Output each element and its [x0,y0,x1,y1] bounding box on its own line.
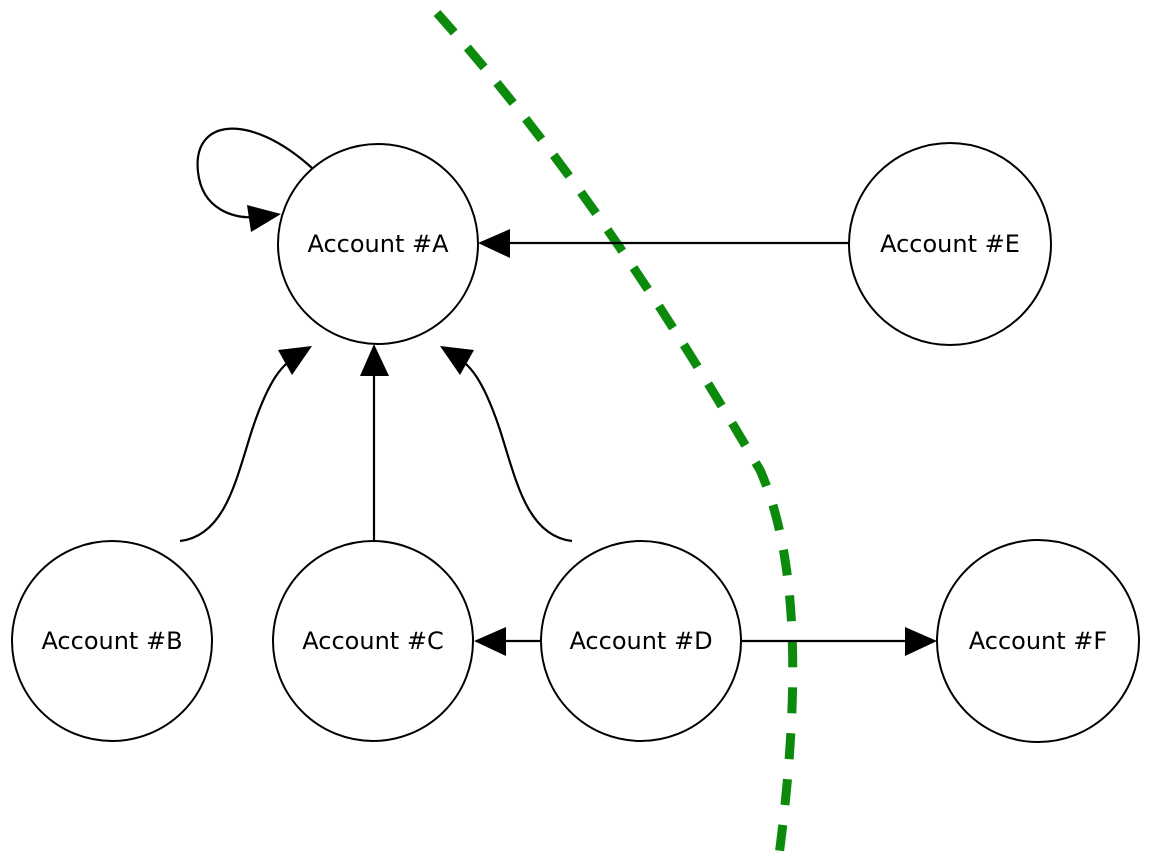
edge-d-to-a[interactable] [440,346,573,543]
edge-d-to-a-arrowhead [440,346,474,375]
edge-b-to-a-arrowhead [278,346,312,375]
edge-e-to-a[interactable] [478,229,849,258]
edges-group [179,127,937,656]
node-account-f-circle[interactable] [936,539,1140,743]
edge-b-to-a-line [179,353,301,543]
edge-d-to-c-arrowhead [474,627,506,656]
node-account-d-circle[interactable] [540,540,742,742]
node-account-c[interactable]: Account #C [272,540,474,742]
edge-c-to-a-arrowhead [360,344,389,376]
boundary-group [433,9,798,864]
edge-e-to-a-arrowhead [478,229,510,258]
edge-b-to-a[interactable] [179,346,312,543]
edge-a-to-a-arrowhead [247,205,281,232]
edge-d-to-c[interactable] [474,627,541,656]
edge-a-to-a-line [196,127,313,219]
node-account-b-circle[interactable] [11,540,213,742]
edge-d-to-f-arrowhead [905,627,937,656]
green-dashed-boundary [433,9,798,864]
node-account-d[interactable]: Account #D [540,540,742,742]
node-account-c-circle[interactable] [272,540,474,742]
edge-c-to-a[interactable] [360,344,389,542]
nodes-group: Account #A Account #B Account #C Account… [11,142,1140,743]
node-account-a[interactable]: Account #A [277,143,479,345]
node-account-e[interactable]: Account #E [848,142,1052,346]
edge-a-to-a[interactable] [196,127,313,232]
node-account-e-circle[interactable] [848,142,1052,346]
node-account-b[interactable]: Account #B [11,540,213,742]
node-account-a-circle[interactable] [277,143,479,345]
node-account-f[interactable]: Account #F [936,539,1140,743]
edge-d-to-a-line [451,353,573,543]
edge-d-to-f[interactable] [742,627,937,656]
